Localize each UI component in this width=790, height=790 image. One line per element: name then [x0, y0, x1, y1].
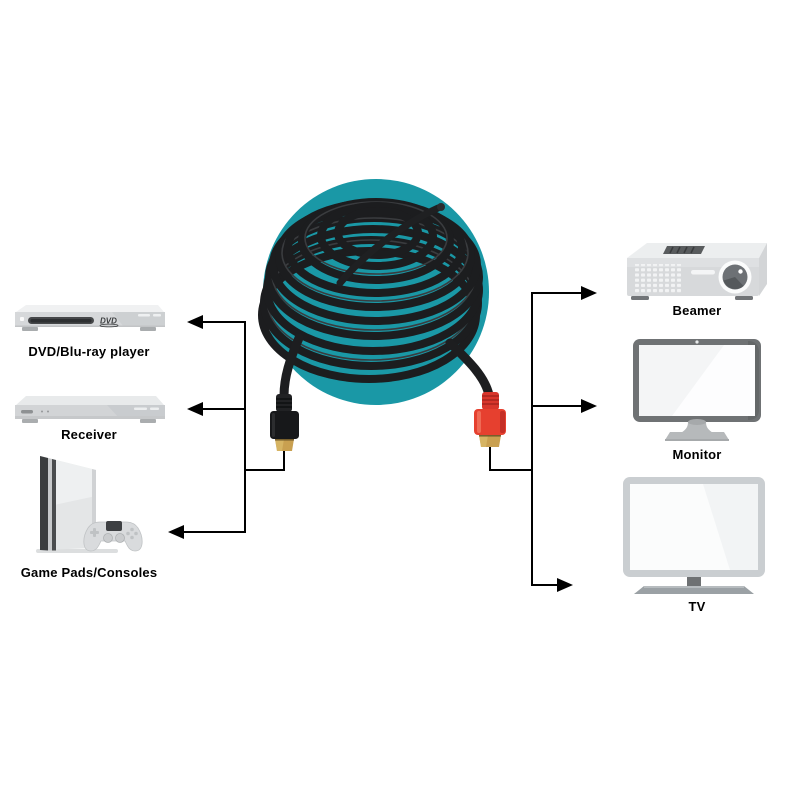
dvd-logo-text: DVD — [100, 317, 117, 326]
cable-tail-right — [445, 338, 494, 400]
hdmi-cable-coil-image — [258, 179, 506, 451]
monitor-label: Monitor — [672, 447, 722, 462]
game-console-label: Game Pads/Consoles — [20, 565, 158, 580]
right-trunk-line — [531, 292, 533, 586]
branch-line-dvd — [200, 321, 246, 323]
receiver-label: Receiver — [61, 427, 117, 442]
gamepad-icon — [83, 521, 143, 552]
receiver-icon — [15, 396, 165, 423]
tv-label: TV — [688, 599, 706, 614]
speaker-grid-icon — [634, 264, 681, 294]
branch-line-monitor — [533, 405, 583, 407]
beamer-label: Beamer — [672, 303, 722, 318]
right-connector-drop-line — [489, 447, 491, 471]
branch-line-console — [181, 531, 246, 533]
beamer-projector-icon — [627, 243, 767, 300]
hdmi-connector-black-icon — [270, 394, 299, 451]
webcam-dot-icon — [695, 340, 699, 344]
cable-end-cap — [437, 203, 445, 211]
arrow-to-receiver-icon — [187, 402, 203, 416]
left-connector-drop-line — [283, 451, 285, 471]
right-connector-link-line — [490, 469, 533, 471]
dvd-blu-ray-player-icon: DVD — [15, 305, 165, 331]
vent-grille-icon — [663, 246, 705, 254]
cable-coil — [258, 198, 483, 383]
monitor-icon — [633, 339, 761, 441]
game-console-icon — [36, 456, 143, 553]
arrow-to-tv-icon — [557, 578, 573, 592]
branch-line-beamer — [533, 292, 583, 294]
tv-icon — [623, 477, 765, 594]
arrow-to-monitor-icon — [581, 399, 597, 413]
arrow-to-dvd-player-icon — [187, 315, 203, 329]
hdmi-connector-red-icon — [474, 392, 506, 447]
projector-lens-icon — [718, 260, 752, 294]
left-trunk-line — [244, 321, 246, 533]
branch-line-receiver — [200, 408, 246, 410]
cable-loose-end — [336, 204, 442, 287]
branch-line-tv — [533, 584, 559, 586]
left-connector-link-line — [245, 469, 285, 471]
arrow-to-console-icon — [168, 525, 184, 539]
cable-tail-left — [279, 333, 304, 401]
arrow-to-beamer-icon — [581, 286, 597, 300]
dvd-player-label: DVD/Blu-ray player — [28, 344, 150, 359]
